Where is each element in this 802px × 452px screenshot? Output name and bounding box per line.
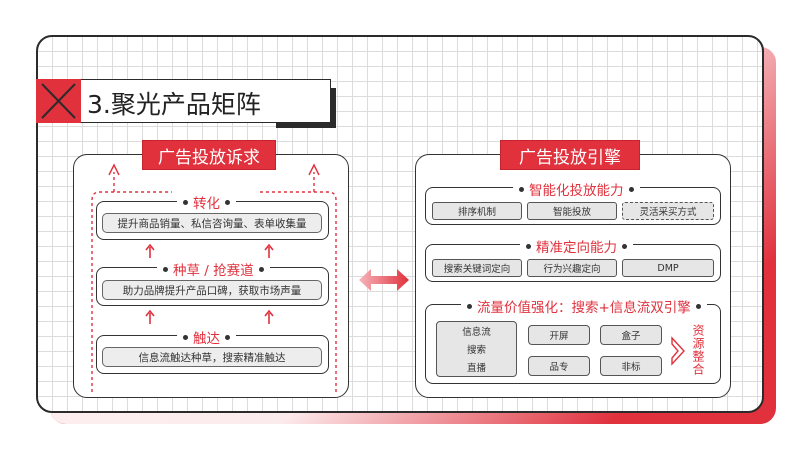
- pill-dmp: DMP: [622, 259, 714, 277]
- engine-header: 广告投放引擎: [500, 140, 640, 170]
- title-box: 3.聚光产品矩阵: [81, 79, 336, 128]
- capability-smart-label: 智能化投放能力: [529, 183, 624, 199]
- dot-icon: [519, 186, 524, 192]
- dot-icon: [183, 199, 188, 205]
- arrow-up-icon: [264, 244, 274, 258]
- stage-conversion-label: 转化: [193, 196, 220, 212]
- channel-search: 搜索: [466, 345, 486, 356]
- pill-smart-delivery: 智能投放: [527, 202, 617, 220]
- dot-icon: [526, 243, 531, 249]
- stage-seeding-title: 种草 / 抢赛道: [157, 259, 270, 279]
- resource-integration-label: 资源整合: [691, 324, 705, 376]
- stage-reach-title: 触达: [177, 327, 236, 347]
- stage-seeding-desc: 助力品牌提升产品口碑，获取市场声量: [102, 280, 322, 300]
- stage-conversion-desc: 提升商品销量、私信咨询量、表单收集量: [102, 213, 322, 233]
- channel-stack: 信息流 搜索 直播: [436, 321, 517, 377]
- resource-box: 盒子: [600, 325, 662, 345]
- channel-live: 直播: [466, 363, 486, 374]
- capability-targeting-title: 精准定向能力: [520, 236, 633, 256]
- stage-reach-label: 触达: [193, 331, 220, 347]
- title-shadow-vertical: [330, 88, 336, 128]
- dot-icon: [183, 334, 188, 340]
- pill-flexible-buying: 灵活采买方式: [622, 202, 714, 220]
- capability-traffic-label: 流量价值强化：搜索+信息流双引擎: [477, 300, 691, 316]
- close-x-icon: [36, 79, 81, 123]
- stage-reach-desc: 信息流触达种草，搜索精准触达: [102, 347, 322, 367]
- stage-conversion-title: 转化: [177, 192, 236, 212]
- capability-smart-title: 智能化投放能力: [513, 179, 640, 199]
- page-title: 3.聚光产品矩阵: [87, 90, 261, 119]
- pill-ranking: 排序机制: [432, 202, 522, 220]
- arrow-up-icon: [145, 244, 155, 258]
- demand-header: 广告投放诉求: [142, 140, 276, 170]
- arrow-up-icon: [145, 310, 155, 324]
- dot-icon: [622, 243, 627, 249]
- dot-icon: [467, 303, 472, 309]
- title-bar: 3.聚光产品矩阵: [36, 79, 336, 128]
- dot-icon: [258, 266, 264, 272]
- dot-icon: [628, 186, 634, 192]
- title-shadow: [276, 122, 336, 128]
- dot-icon: [225, 199, 230, 205]
- double-arrow-icon: [359, 269, 409, 291]
- dotted-loop: [91, 163, 337, 392]
- pill-interest-targeting: 行为兴趣定向: [527, 259, 617, 277]
- dot-icon: [225, 334, 230, 340]
- capability-targeting-label: 精准定向能力: [536, 240, 617, 256]
- dot-icon: [163, 266, 168, 272]
- channel-feed: 信息流: [462, 327, 491, 338]
- pill-keyword-targeting: 搜索关键词定向: [432, 259, 522, 277]
- chevron-right-icon: [671, 336, 685, 366]
- dot-icon: [695, 303, 701, 309]
- resource-non-standard: 非标: [600, 356, 662, 376]
- capability-traffic-title: 流量价值强化：搜索+信息流双引擎: [461, 296, 707, 316]
- resource-splash: 开屏: [528, 325, 590, 345]
- resource-brand-zone: 品专: [528, 356, 590, 376]
- stage-seeding-label: 种草 / 抢赛道: [173, 263, 254, 279]
- arrow-up-icon: [264, 310, 274, 324]
